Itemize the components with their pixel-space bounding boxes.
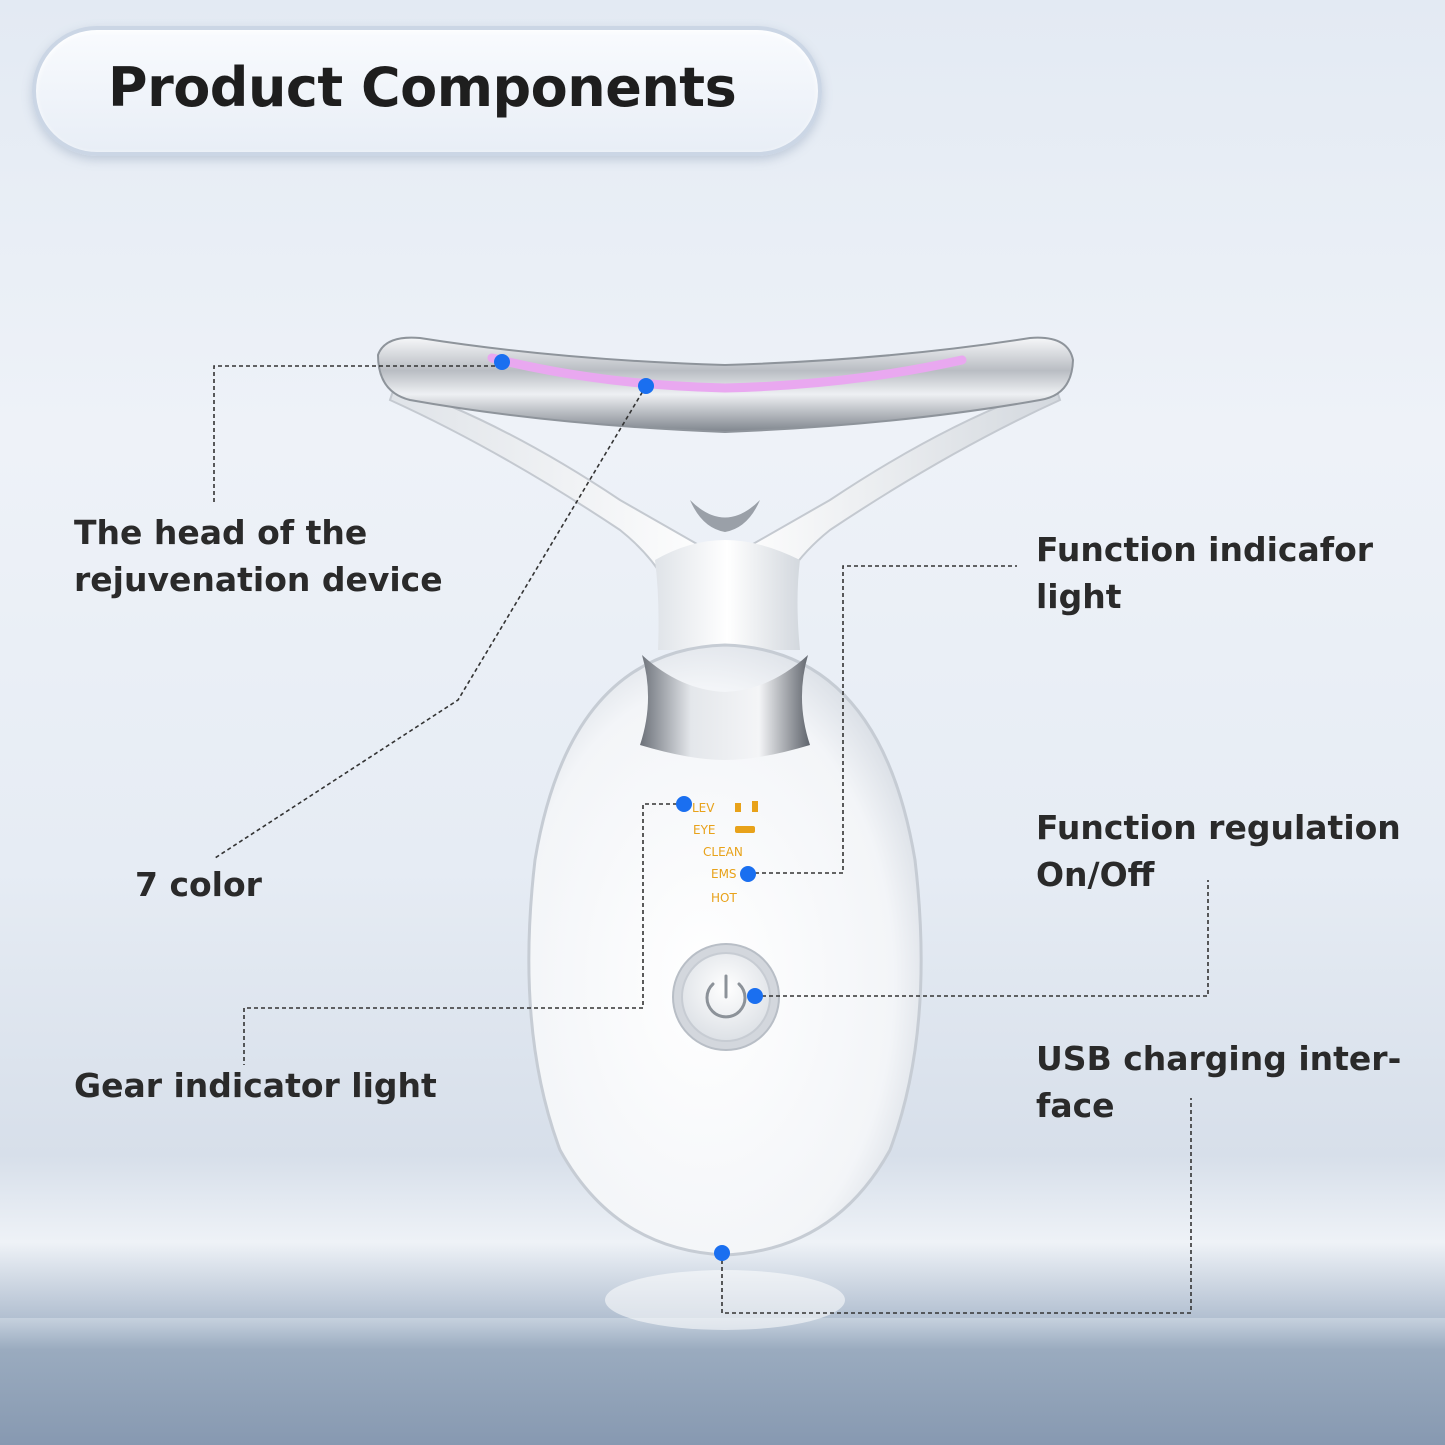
title-pill: Product Components [32, 26, 822, 156]
label-function-light: Function indicafor light [1036, 530, 1374, 616]
leader-lines [213, 365, 1209, 1314]
marker-color [638, 378, 654, 394]
label-7-color: 7 color [135, 865, 262, 904]
label-usb-charging: USB charging inter- face [1036, 1039, 1402, 1125]
leader-gear [243, 803, 684, 1065]
panel-lev: LEV [692, 801, 715, 815]
marker-function-light [740, 866, 756, 882]
leader-color [214, 385, 647, 859]
page-title: Product Components [108, 56, 737, 119]
power-button[interactable] [672, 943, 780, 1051]
leader-function-light [748, 565, 1017, 874]
marker-regulation [747, 988, 763, 1004]
label-function-regulation: Function regulation On/Off [1036, 808, 1401, 894]
label-gear-indicator: Gear indicator light [74, 1066, 437, 1105]
panel-eye: EYE [693, 823, 716, 837]
power-icon [705, 974, 747, 1019]
device-neck [655, 540, 800, 650]
marker-usb [714, 1245, 730, 1261]
leader-regulation [755, 880, 1209, 997]
leader-head [213, 365, 502, 505]
markers [494, 354, 763, 1261]
marker-gear [676, 796, 692, 812]
light-strip [487, 353, 967, 393]
floor-surface [0, 1318, 1445, 1445]
marker-head [494, 354, 510, 370]
panel-clean: CLEAN [703, 845, 743, 859]
device-collar [640, 655, 810, 760]
label-head: The head of the rejuvenation device [74, 513, 443, 599]
panel-ems: EMS [711, 867, 737, 881]
leader-usb [721, 1098, 1192, 1314]
panel-hot: HOT [711, 891, 737, 905]
